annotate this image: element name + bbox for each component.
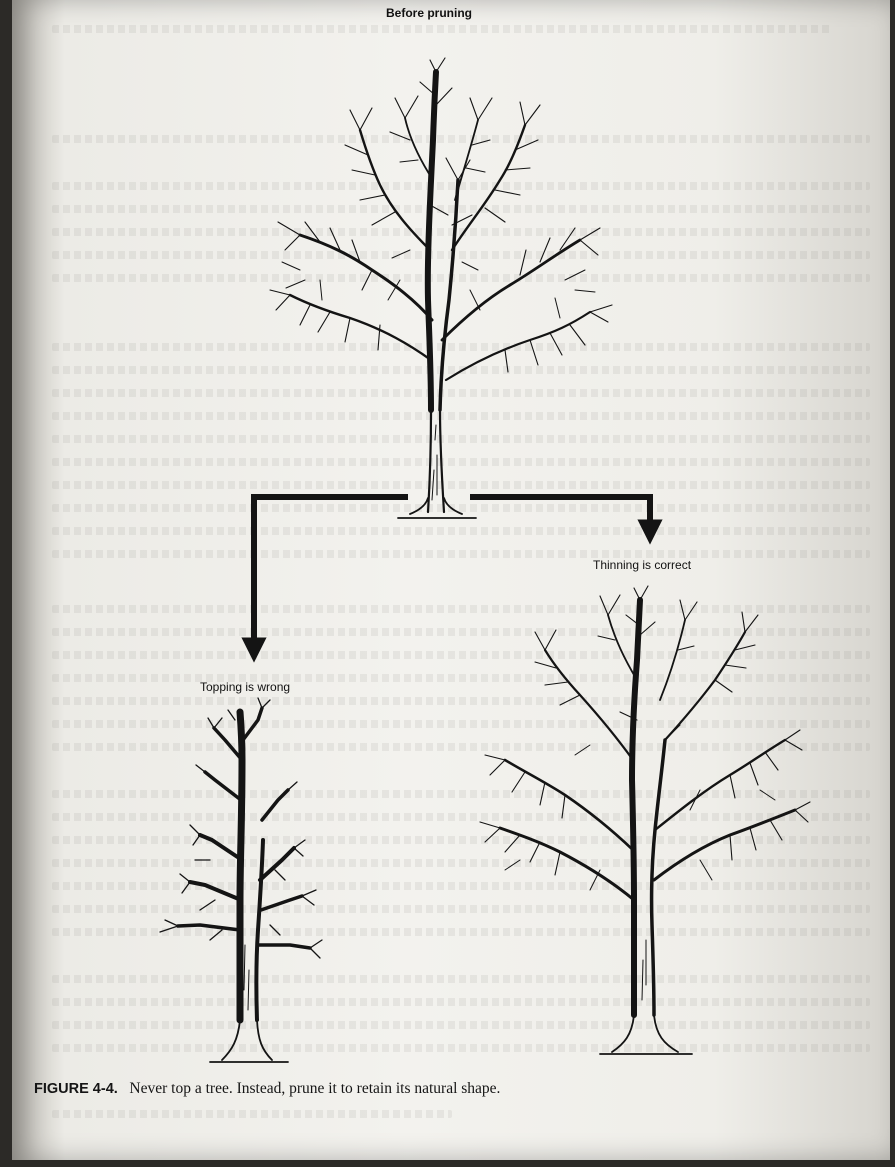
thinning-correct-label: Thinning is correct	[593, 558, 691, 572]
arrow-to-topping	[254, 497, 408, 650]
tree-topped	[160, 698, 322, 1062]
figure-caption-text: Never top a tree. Instead, prune it to r…	[129, 1080, 500, 1097]
arrow-to-thinning	[470, 497, 650, 532]
figure-caption: FIGURE 4-4. Never top a tree. Instead, p…	[34, 1080, 500, 1098]
before-pruning-label: Before pruning	[386, 6, 472, 20]
tree-before-pruning	[270, 58, 612, 518]
tree-thinned	[480, 586, 810, 1054]
figure-number: FIGURE 4-4.	[34, 1081, 118, 1097]
topping-wrong-label: Topping is wrong	[200, 680, 290, 694]
